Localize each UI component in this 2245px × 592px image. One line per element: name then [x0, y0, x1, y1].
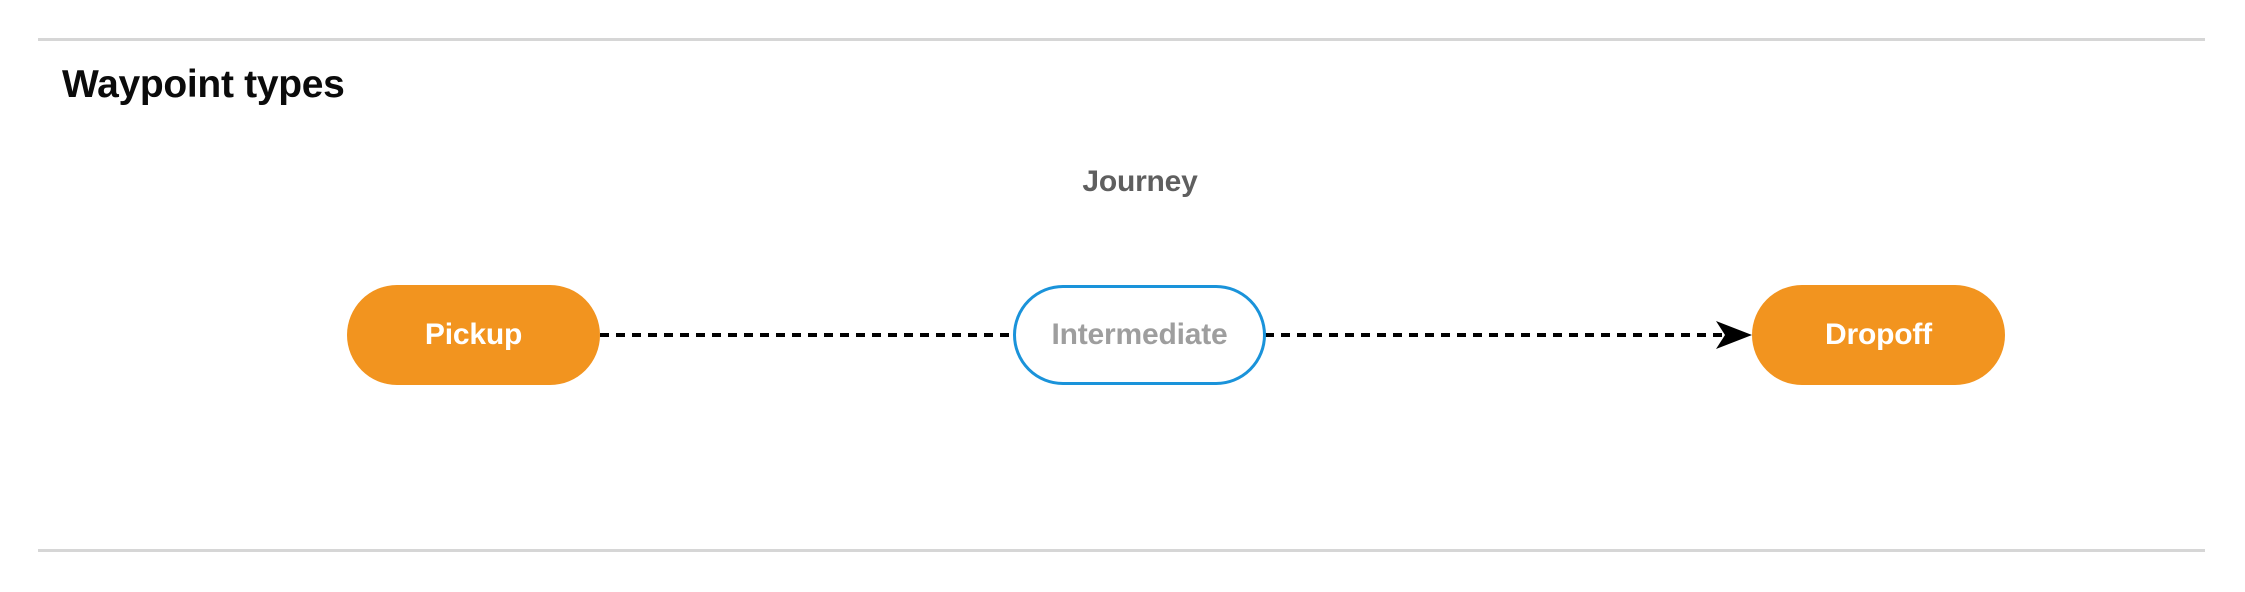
waypoint-node-dropoff[interactable]: Dropoff	[1752, 285, 2005, 385]
waypoint-node-intermediate[interactable]: Intermediate	[1013, 285, 1266, 385]
section-divider-top	[38, 38, 2205, 41]
waypoint-node-pickup[interactable]: Pickup	[347, 285, 600, 385]
waypoint-node-pickup-label: Pickup	[424, 318, 523, 351]
waypoint-node-dropoff-label: Dropoff	[1825, 318, 1932, 351]
page-title: Waypoint types	[62, 63, 345, 106]
waypoint-node-intermediate-label: Intermediate	[1051, 318, 1228, 351]
journey-group-label: Journey	[1082, 165, 1198, 198]
section-divider-bottom	[38, 549, 2205, 552]
arrowhead-icon	[1716, 321, 1752, 349]
